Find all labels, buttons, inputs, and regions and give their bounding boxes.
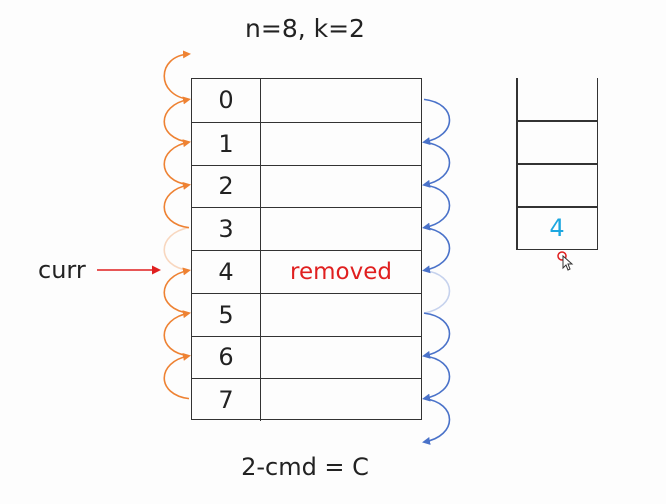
stack-divider <box>516 206 598 208</box>
prev-link-arrow <box>163 139 191 186</box>
command-label: 2-cmd = C <box>241 453 369 481</box>
next-link-arrow <box>422 397 451 445</box>
next-link-arrow <box>422 184 451 231</box>
prev-link-arrow <box>163 226 190 272</box>
table-row: 2 <box>192 164 421 208</box>
row-index: 3 <box>192 208 261 250</box>
next-link-arrow <box>422 98 451 146</box>
next-link-arrow <box>422 226 451 274</box>
table-row: 5 <box>192 292 421 336</box>
stack-divider <box>516 120 598 122</box>
next-link-arrow <box>422 141 451 188</box>
prev-link-arrow <box>163 96 191 143</box>
row-index: 7 <box>192 379 261 421</box>
removed-label: removed <box>290 258 392 285</box>
prev-link-arrows <box>163 50 191 400</box>
table-row: 1 <box>192 121 421 165</box>
row-index: 6 <box>192 336 261 379</box>
removed-stack: 4 <box>516 78 598 250</box>
prev-link-arrow <box>163 310 191 357</box>
prev-link-arrow <box>163 353 191 400</box>
stack-bottom <box>516 248 598 250</box>
row-index: 5 <box>192 293 261 336</box>
stack-item: 4 <box>549 214 565 242</box>
curr-pointer-label: curr <box>38 256 86 284</box>
row-index: 4 <box>192 251 261 293</box>
prev-link-arrow <box>163 182 191 229</box>
next-link-arrow <box>422 312 451 359</box>
row-index: 0 <box>192 79 261 122</box>
prev-link-arrow <box>163 267 191 314</box>
diagram-title: n=8, k=2 <box>245 14 365 43</box>
table-row: 7 <box>192 378 421 421</box>
mouse-cursor-icon <box>557 251 574 271</box>
next-link-arrow <box>422 355 451 402</box>
table-row: 0 <box>192 79 421 122</box>
next-link-arrows <box>422 98 451 445</box>
table-row-removed: 4 removed <box>192 250 421 293</box>
row-index: 2 <box>192 165 261 208</box>
table-row: 3 <box>192 207 421 250</box>
row-index: 1 <box>192 122 261 165</box>
next-link-arrow <box>423 269 451 314</box>
prev-link-arrow <box>163 50 191 101</box>
linked-table: 0 1 2 3 4 removed 5 6 7 <box>191 78 422 421</box>
table-row: 6 <box>192 335 421 379</box>
stack-divider <box>516 163 598 165</box>
